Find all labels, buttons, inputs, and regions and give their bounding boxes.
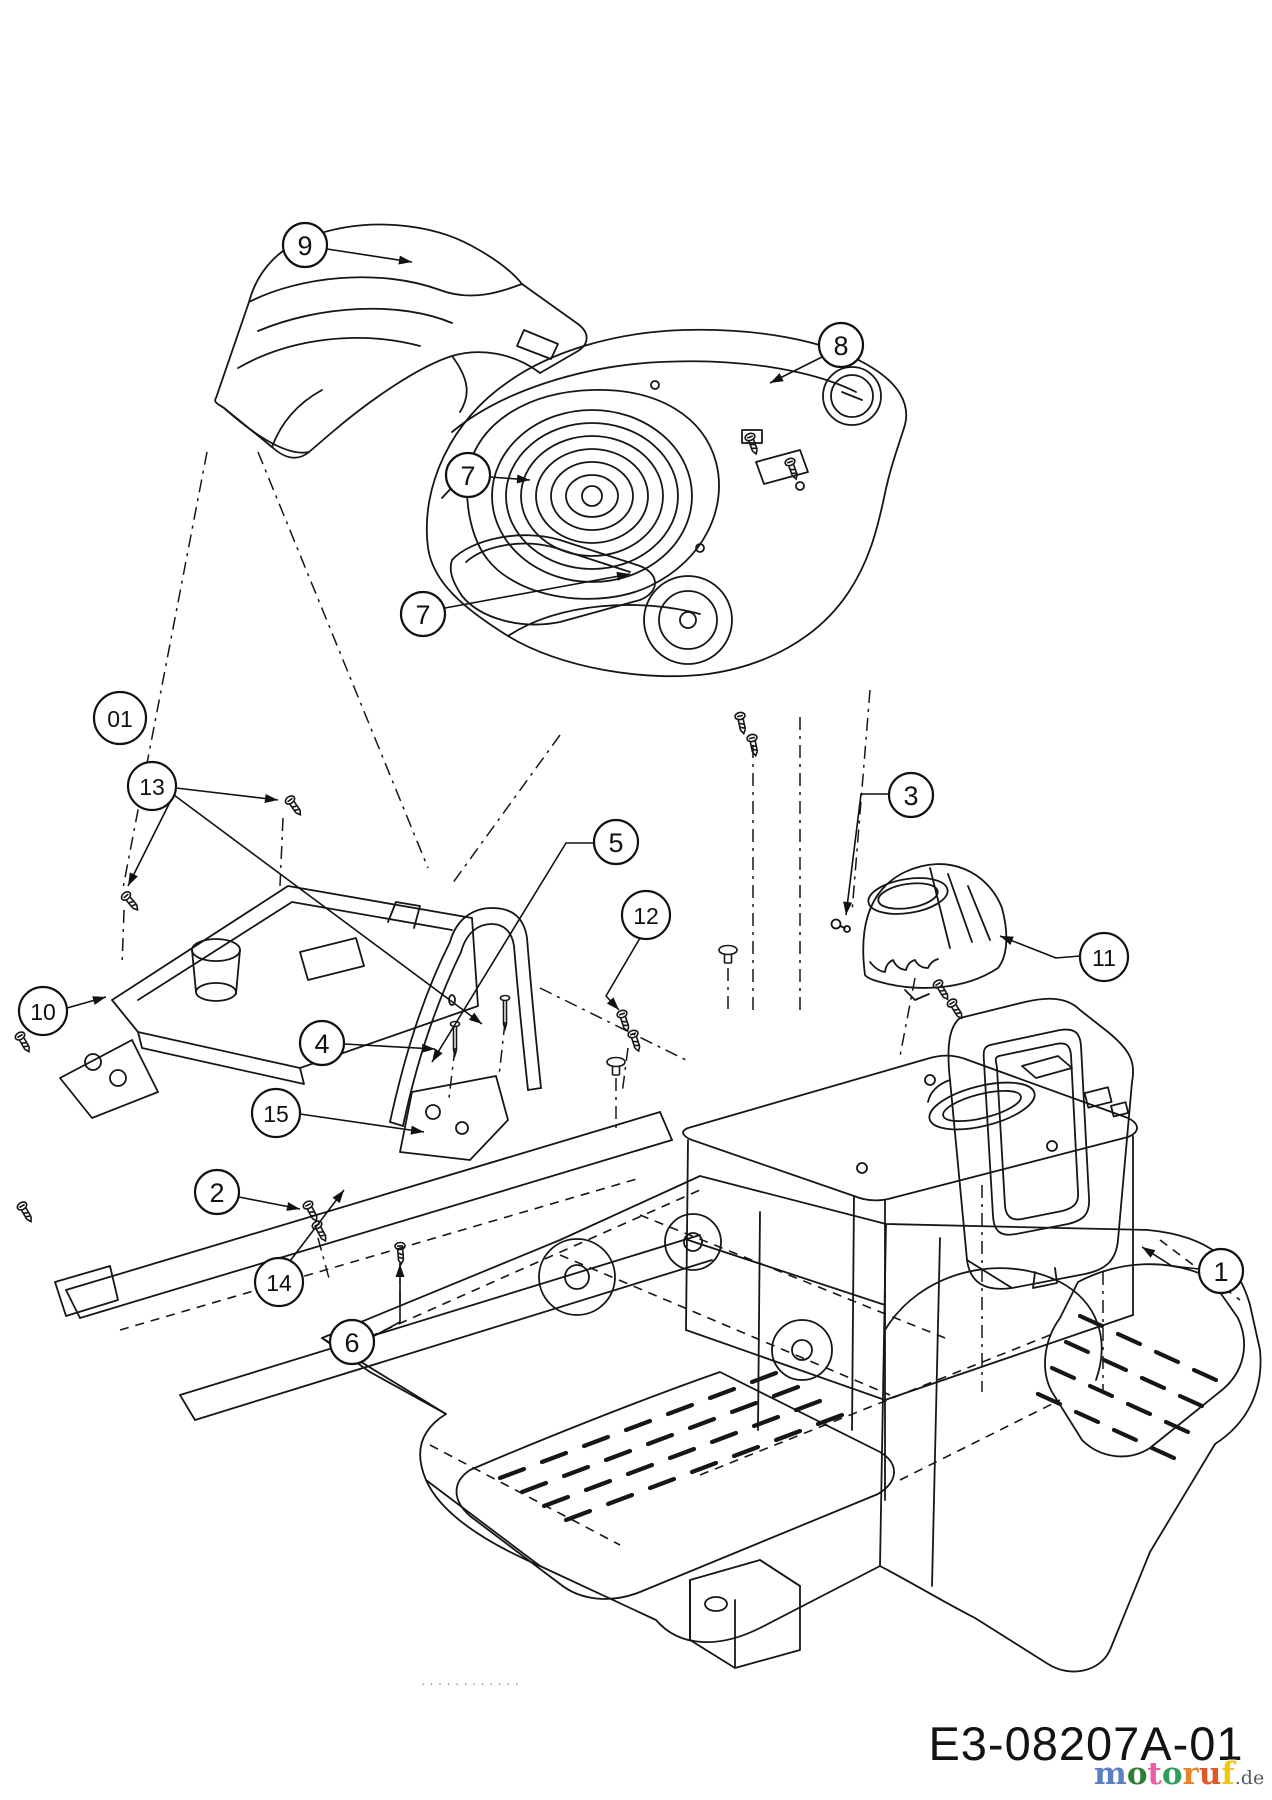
screw-fastener-icon: [616, 1009, 630, 1033]
screw-fastener-icon: [284, 795, 302, 816]
part-gusset-plate: [399, 1075, 509, 1161]
svg-text:3: 3: [903, 781, 918, 811]
svg-text:8: 8: [833, 331, 848, 361]
watermark-letter: o: [1126, 1756, 1148, 1792]
svg-text:6: 6: [344, 1328, 359, 1358]
screw-fastener-icon: [120, 891, 139, 911]
callout-11: 11: [999, 931, 1130, 983]
part-clip: [830, 918, 851, 933]
part-heat-shield: [111, 885, 479, 1085]
part-hood-cover: [214, 223, 588, 459]
callout-7: 7: [399, 571, 631, 638]
screw-fastener-icon: [394, 1241, 406, 1266]
svg-text:1: 1: [1213, 1257, 1228, 1287]
screw-fastener-icon: [16, 1201, 32, 1223]
screw-fastener-icon: [744, 432, 758, 456]
callout-14: 14: [253, 1189, 345, 1308]
svg-text:7: 7: [460, 461, 475, 491]
screw-fastener-icon: [932, 979, 949, 1001]
part-tank-housing: [425, 328, 908, 678]
pin-fastener-icon: [499, 994, 511, 1032]
svg-text:13: 13: [139, 774, 165, 800]
tank-details: [449, 366, 882, 626]
svg-text:14: 14: [266, 1270, 292, 1296]
callout-15: 15: [250, 1087, 425, 1139]
left-rail-plate: [59, 1039, 159, 1119]
alignment-lines: [121, 451, 1104, 1392]
watermark-letter: u: [1198, 1756, 1222, 1792]
svg-text:12: 12: [633, 903, 659, 929]
svg-text:11: 11: [1092, 945, 1116, 971]
svg-text:10: 10: [30, 999, 56, 1025]
callout-2: 2: [193, 1168, 301, 1216]
fan-screen-large: [491, 409, 693, 583]
watermark-letter: t: [1147, 1756, 1162, 1792]
callout-3: 3: [843, 771, 935, 916]
callout-13: 13: [126, 760, 483, 1025]
part-console-cover: [927, 997, 1134, 1290]
screw-fastener-icon: [746, 733, 759, 758]
callout-4: 4: [298, 1019, 436, 1067]
svg-text:2: 2: [209, 1178, 224, 1208]
svg-text:01: 01: [107, 706, 133, 732]
screw-fastener-icon: [311, 1220, 327, 1243]
callout-5: 5: [431, 818, 640, 1063]
svg-text:5: 5: [608, 828, 623, 858]
watermark-letter: o: [1161, 1756, 1183, 1792]
screw-fastener-icon: [946, 998, 963, 1020]
drawing-number: E3-08207A-01: [928, 1717, 1244, 1770]
callout-10: 10: [17, 985, 107, 1037]
watermark-logo: motoruf.de: [1094, 1756, 1264, 1792]
watermark-letter: r: [1182, 1756, 1199, 1792]
callout-01: 01: [92, 690, 148, 746]
watermark-letter: m: [1094, 1756, 1127, 1792]
callout-9: 9: [281, 221, 413, 269]
callout-6: 6: [328, 1264, 405, 1366]
svg-text:9: 9: [297, 231, 312, 261]
cap-fastener-icon: [718, 944, 738, 964]
svg-text:7: 7: [415, 600, 430, 630]
watermark-suffix: .de: [1234, 1767, 1265, 1789]
callout-7: 7: [444, 451, 531, 499]
svg-text:15: 15: [263, 1101, 289, 1127]
part-support-bracket: [389, 907, 542, 1127]
screw-fastener-icon: [784, 457, 798, 481]
cap-fastener-icon: [606, 1056, 626, 1076]
screw-fastener-icon: [734, 711, 747, 736]
left-frame-rails: [54, 1111, 713, 1421]
callouts: 9 8 7 7 01 13 3 5 12 11 10 4 15 2 14 6 1: [17, 221, 1245, 1366]
watermark-letter: f: [1221, 1756, 1235, 1792]
dotted-line: ............: [420, 1677, 523, 1688]
fasteners: [14, 432, 963, 1266]
chassis-floor-pan: [321, 1175, 1262, 1673]
screw-fastener-icon: [627, 1029, 641, 1053]
callout-8: 8: [769, 321, 865, 384]
svg-text:4: 4: [314, 1029, 329, 1059]
screw-fastener-icon: [14, 1031, 30, 1053]
footpad-treads: [497, 1313, 1219, 1523]
fan-screen-small: [643, 575, 733, 665]
screw-fastener-icon: [302, 1200, 318, 1223]
part-dome-cover: [862, 863, 1008, 1001]
callout-12: 12: [605, 889, 672, 1011]
pin-fastener-icon: [449, 1020, 461, 1058]
callout-1: 1: [1141, 1246, 1245, 1295]
